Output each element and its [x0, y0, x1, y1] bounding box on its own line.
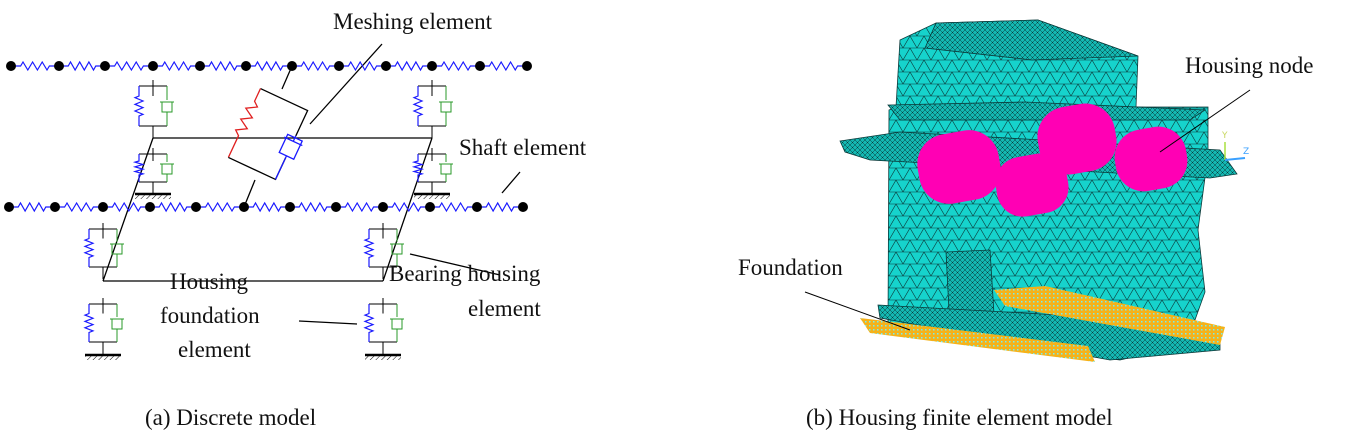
shaft-spring [477, 201, 523, 213]
spring [83, 304, 95, 342]
shaft-node [427, 61, 437, 71]
spring [363, 229, 375, 267]
shaft-node [145, 202, 155, 212]
bearing-leader [409, 253, 501, 276]
ground-hatch [414, 195, 450, 199]
shaft-spring [103, 201, 150, 213]
caption-b: (b) Housing finite element model [806, 405, 1113, 430]
shaft-spring [9, 201, 55, 213]
shaft-node [195, 61, 205, 71]
shaft-node [287, 61, 297, 71]
discrete-model-diagram [4, 43, 532, 360]
spring-damper-element [83, 298, 124, 360]
spring-damper-element [132, 148, 174, 199]
spring [132, 154, 146, 182]
shaft-spring [200, 60, 246, 72]
spring [83, 229, 95, 267]
spring-damper-element [363, 298, 404, 360]
shaft-spring [339, 60, 386, 72]
shaft-node [148, 61, 158, 71]
spring-damper-element [412, 80, 453, 138]
caption-a: (a) Discrete model [145, 405, 317, 430]
meshing-element-label: Meshing element [333, 9, 493, 34]
spring-damper-element [411, 148, 453, 199]
housing-nodes [917, 103, 1188, 217]
ground-hatch [85, 356, 121, 360]
foundation-label: Foundation [738, 255, 843, 280]
housing-foundation-label-line2: foundation [160, 303, 260, 328]
spring [363, 304, 375, 342]
spring-damper-element [363, 223, 404, 279]
shaft-spring [246, 60, 292, 72]
ground-hatch [135, 195, 171, 199]
shaft-node [98, 202, 108, 212]
shaft-spring [105, 60, 153, 72]
shaft-spring [153, 60, 200, 72]
shaft-node [285, 202, 295, 212]
shaft-spring [150, 201, 196, 213]
bearing-housing-label-line2: element [468, 296, 541, 321]
meshing-spring [227, 88, 262, 158]
shaft-spring [432, 60, 480, 72]
spring [412, 86, 424, 126]
shaft-node [241, 61, 251, 71]
shaft-leader [501, 171, 521, 194]
shaft-node [425, 202, 435, 212]
shaft-node [50, 202, 60, 212]
shaft-spring [480, 60, 527, 72]
spring-damper-element [83, 223, 124, 279]
shaft-spring [59, 60, 105, 72]
housing-foundation-label-line1: Housing [170, 269, 248, 294]
shaft-spring [430, 201, 477, 213]
axis-z-label: Z [1243, 147, 1249, 157]
foundation-leader [804, 291, 911, 331]
shaft-node [191, 202, 201, 212]
shaft-node [4, 202, 14, 212]
shaft-node [522, 61, 532, 71]
shaft-node [334, 61, 344, 71]
shaft-spring [386, 60, 432, 72]
shaft-spring [244, 201, 290, 213]
shaft-node [475, 61, 485, 71]
shaft-node [239, 202, 249, 212]
shaft-spring [292, 60, 339, 72]
housing-foundation-label-line3: element [178, 337, 251, 362]
shaft-element-label: Shaft element [459, 135, 587, 160]
shaft-spring [55, 201, 103, 213]
shaft-spring [290, 201, 336, 213]
coordinate-triad: Y Z [1221, 131, 1249, 161]
shaft-spring [336, 201, 383, 213]
housing-node-label: Housing node [1185, 53, 1314, 78]
shaft-node [6, 61, 16, 71]
shaft-node [54, 61, 64, 71]
shaft-spring [196, 201, 244, 213]
shaft-spring [383, 201, 430, 213]
shaft-node [378, 202, 388, 212]
shaft-node [331, 202, 341, 212]
spring [133, 86, 145, 126]
shaft-node [100, 61, 110, 71]
shaft-node [472, 202, 482, 212]
foundation-leader [298, 320, 358, 325]
housing-fe-model: Y Z [804, 19, 1251, 362]
shaft-node [381, 61, 391, 71]
ground-hatch [365, 356, 401, 360]
spring-damper-element [133, 80, 174, 138]
shaft-spring [11, 60, 59, 72]
meshing-leader [309, 43, 383, 125]
housing-node-leader [1159, 89, 1251, 153]
foundation-slabs [860, 286, 1225, 362]
bearing-housing-label-line1: Bearing housing [389, 261, 541, 286]
axis-y-label: Y [1221, 131, 1228, 141]
shaft-node [518, 202, 528, 212]
spring [411, 154, 425, 182]
